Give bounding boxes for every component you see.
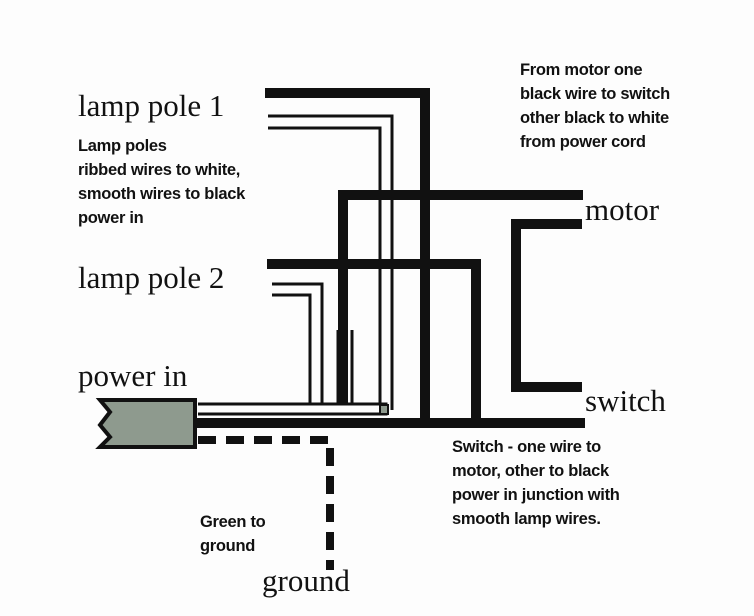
- label-lamp-pole-2: lamp pole 2: [78, 260, 225, 295]
- label-lamp-pole-1: lamp pole 1: [78, 88, 225, 123]
- label-switch: switch: [585, 383, 666, 418]
- switch-bracket-wire: [511, 219, 582, 392]
- power-junction: [379, 404, 389, 415]
- note-switch: Switch - one wire to motor, other to bla…: [452, 438, 620, 528]
- ground-wire-dashed: [198, 436, 334, 570]
- label-power-in: power in: [78, 358, 188, 393]
- note-motor: From motor one black wire to switch othe…: [520, 61, 670, 151]
- lamp-pole-2-white-wire-inner: [272, 293, 312, 405]
- note-ground: Green to ground: [200, 513, 266, 555]
- motor-wire: [338, 190, 583, 405]
- label-motor: motor: [585, 192, 660, 227]
- lamp-pole-1-black-wire: [265, 88, 430, 427]
- lamp-pole-2-white-wire-outer: [272, 282, 324, 405]
- power-white-wire: [198, 402, 388, 416]
- lamp-pole-2-black-wire: [267, 259, 481, 427]
- lamp-pole-1-white-wire-outer: [268, 114, 394, 410]
- label-ground: ground: [262, 563, 350, 598]
- lamp-pole-1-white-wire-inner: [268, 126, 382, 405]
- power-cord-plug: [95, 398, 197, 449]
- note-lamp-poles: Lamp poles ribbed wires to white, smooth…: [78, 137, 245, 227]
